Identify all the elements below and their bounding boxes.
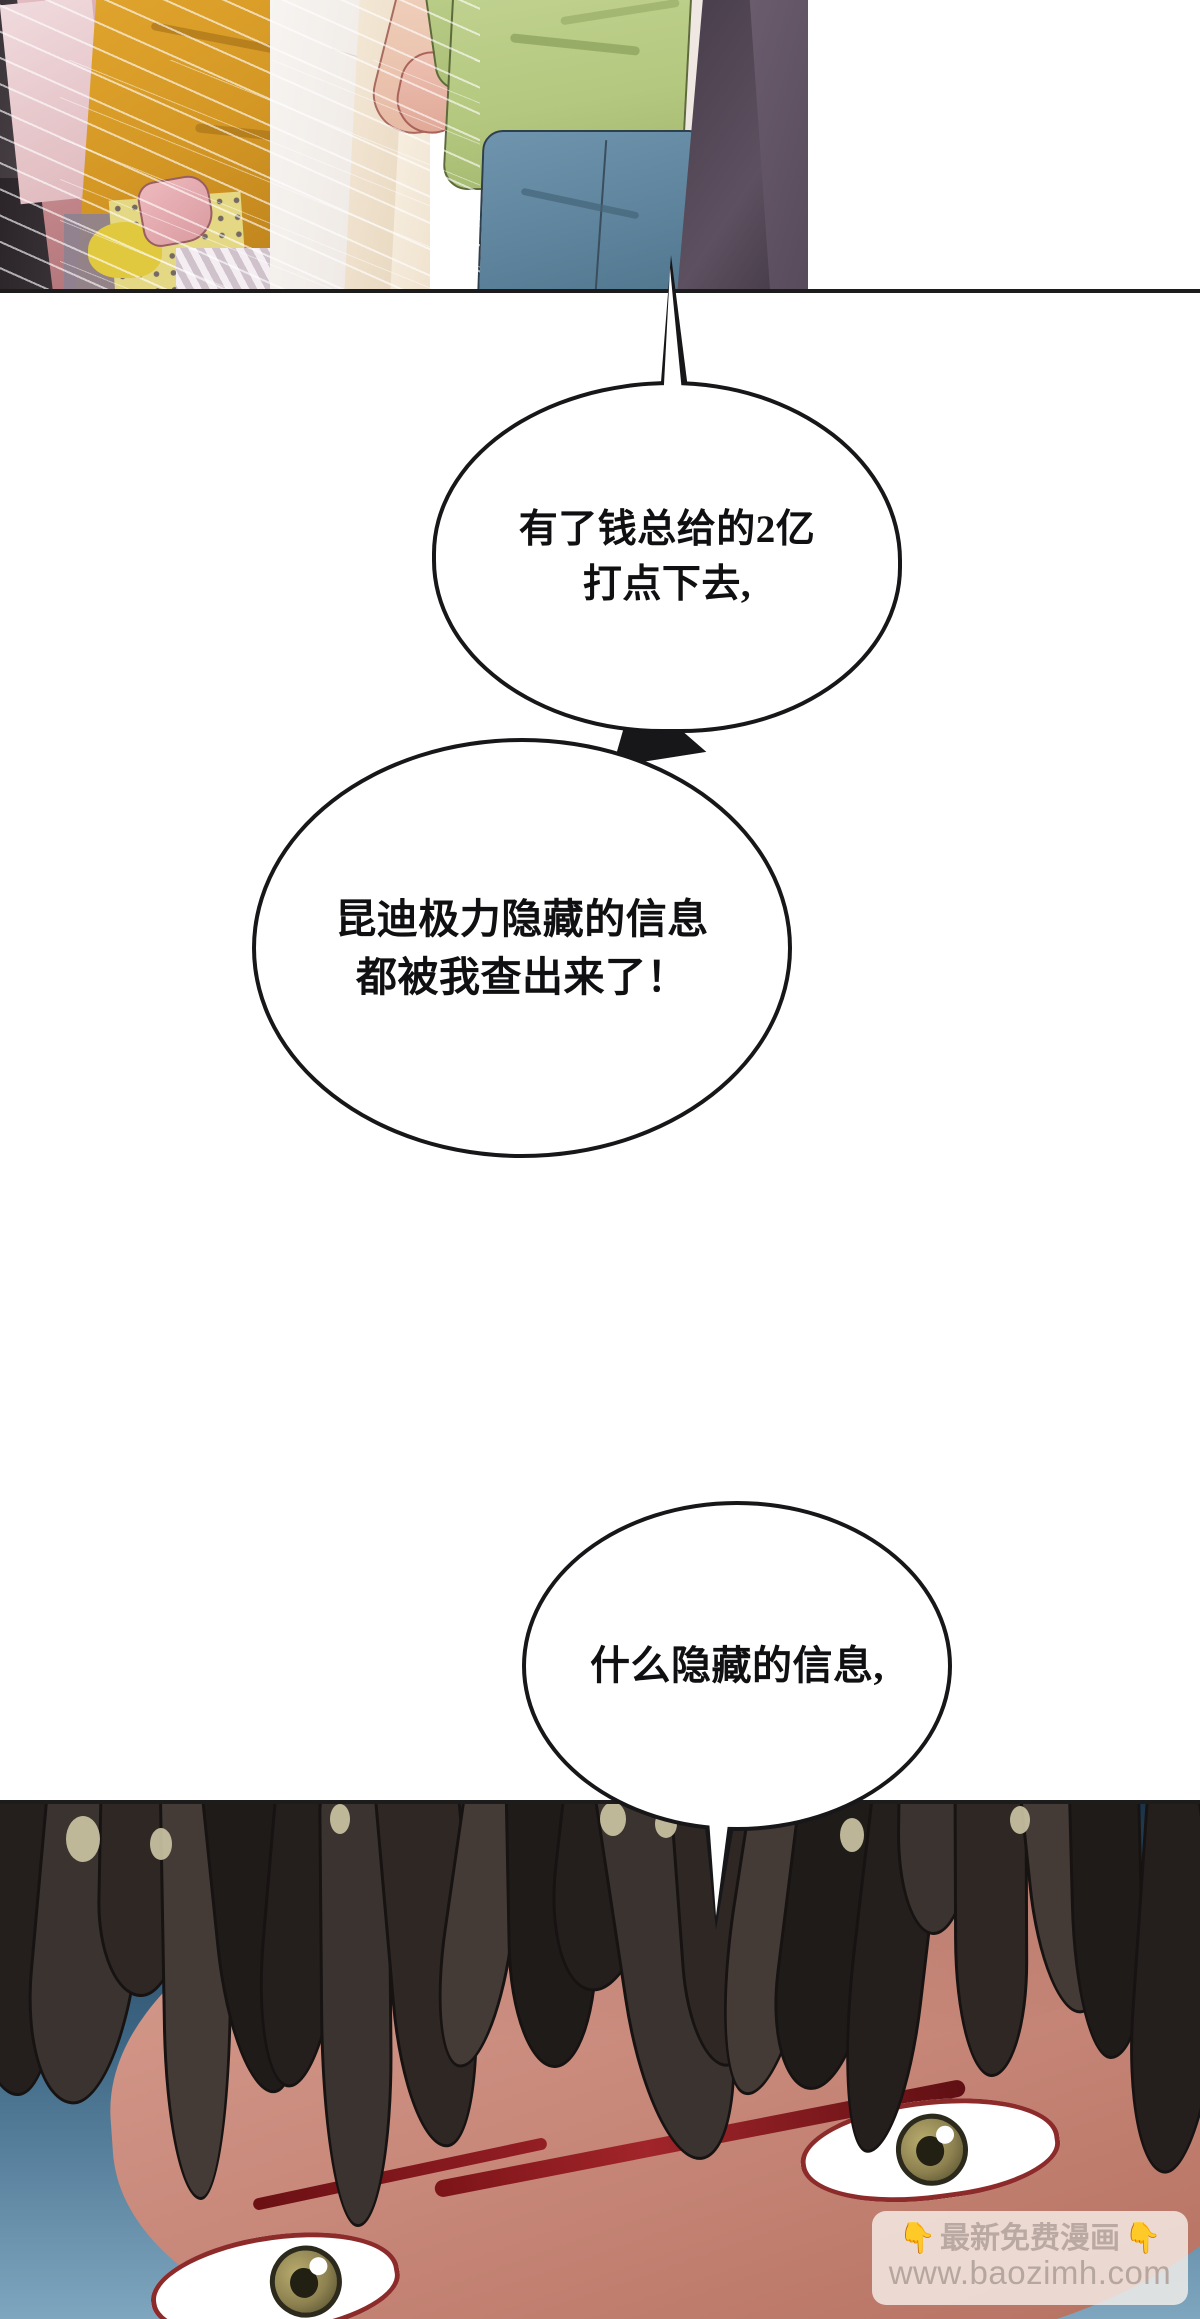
white-backdrop-right: [808, 0, 1200, 293]
speech-bubble-3[interactable]: 什么隐藏的信息,: [522, 1501, 952, 1831]
pointing-down-hand-icon-right: 👇: [1124, 2222, 1162, 2256]
speech-bubble-1[interactable]: 有了钱总给的2亿 打点下去,: [432, 381, 902, 733]
hair-highlight-dot: [840, 1818, 864, 1852]
dreadlock-strand: [956, 1800, 1027, 2075]
speech-bubble-2-text: 昆迪极力隐藏的信息 都被我查出来了！: [335, 895, 709, 1000]
hair-highlight-dot: [600, 1802, 626, 1836]
bubble-3-tail-fill: [706, 1778, 734, 1916]
site-watermark[interactable]: 👇 最新免费漫画 👇 www.baozimh.com: [872, 2211, 1188, 2305]
hair-highlight-dot: [66, 1816, 100, 1862]
watermark-promo-text: 最新免费漫画: [940, 2222, 1120, 2256]
watermark-site-url: www.baozimh.com: [888, 2254, 1172, 2292]
hair-highlight-dot: [150, 1828, 172, 1860]
panel-border-bottom: [0, 289, 1200, 293]
speech-bubble-2[interactable]: 昆迪极力隐藏的信息 都被我查出来了！: [252, 738, 792, 1158]
speech-bubble-3-text: 什么隐藏的信息,: [590, 1642, 884, 1688]
speech-bubble-1-text: 有了钱总给的2亿 打点下去,: [518, 507, 816, 606]
top-panel: [0, 0, 1200, 293]
watermark-line-1-row: 👇 最新免费漫画 👇: [899, 2224, 1162, 2254]
hair-highlight-dot: [1010, 1806, 1030, 1834]
panel-border-top: [0, 1800, 1200, 1804]
pointing-down-hand-icon-left: 👇: [898, 2222, 936, 2256]
hair-highlight-dot: [330, 1804, 350, 1834]
bubble-1-tail-fill: [662, 268, 685, 423]
striped-patch: [176, 248, 272, 293]
